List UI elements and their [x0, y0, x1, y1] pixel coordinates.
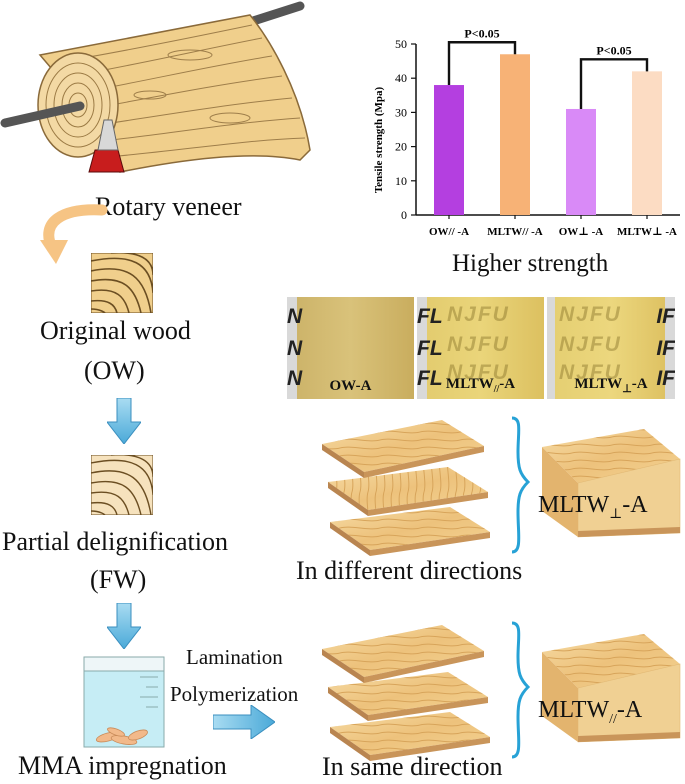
y-tick-label: 40 [395, 71, 407, 85]
brace-icon [511, 416, 531, 554]
laminate-perpendicular [542, 429, 681, 538]
mltw-perpendicular-label: MLTW⊥-A [538, 492, 648, 522]
y-tick-label: 30 [395, 105, 407, 119]
significance-bracket [447, 41, 517, 86]
partial-delignification-label: Partial delignification [2, 527, 228, 556]
down-arrow-icon [107, 603, 141, 649]
mltw-parallel-label: MLTW//-A [538, 697, 643, 727]
rotary-veneer-label: Rotary veneer [95, 192, 242, 221]
beaker-icon [83, 656, 165, 748]
bar [434, 85, 464, 215]
original-wood-label: Original wood [40, 316, 191, 345]
laminate-parallel [542, 634, 681, 743]
mma-impregnation-label: MMA impregnation [18, 751, 227, 780]
photo-ow-a-label: OW-A [329, 378, 372, 394]
veneer-layer [322, 420, 484, 478]
y-tick-label: 50 [395, 37, 407, 51]
bar [566, 108, 596, 215]
stack-same-direction [322, 621, 531, 761]
veneer-layer [328, 672, 488, 721]
bar [632, 71, 662, 215]
significance-label: P<0.05 [464, 26, 499, 40]
different-directions-label: In different directions [296, 556, 523, 585]
y-tick-label: 20 [395, 140, 407, 154]
veneer-layer [330, 507, 490, 556]
veneer-layer [322, 625, 484, 683]
photo-mltw-parallel: FL FL FL NJFU NJFU NJFU MLTW//-A [417, 297, 544, 399]
polymerization-label: Polymerization [170, 682, 299, 706]
x-tick-label: MLTW// -A [487, 226, 543, 238]
photo-mltw-perpendicular: NJFU NJFU NJFU IF IF IF MLTW⊥-A [547, 297, 675, 399]
y-axis-label: Tensile strength (Mpa) [373, 86, 385, 193]
same-direction-label: In same direction [322, 752, 503, 781]
photo-mltw-parallel-label: MLTW//-A [445, 376, 516, 395]
original-wood-abbr: (OW) [84, 356, 145, 385]
veneer-layer [330, 712, 490, 761]
fw-abbr: (FW) [90, 565, 147, 594]
x-tick-label: OW// -A [429, 226, 469, 238]
x-tick-label: OW⊥ -A [559, 226, 604, 238]
curved-arrow-icon [40, 204, 108, 264]
right-arrow-icon [213, 705, 275, 739]
veneer-layer [328, 467, 488, 516]
photo-ow-a: N N N OW-A [287, 297, 414, 399]
down-arrow-icon [107, 398, 141, 444]
higher-strength-label: Higher strength [452, 250, 609, 277]
x-tick-label: MLTW⊥ -A [617, 226, 677, 238]
bar [500, 54, 530, 216]
rotary-veneer-illustration [0, 1, 311, 173]
lamination-label: Lamination [186, 645, 283, 669]
delignified-wood-icon [91, 455, 153, 515]
y-tick-label: 10 [395, 174, 407, 188]
photo-mltw-perpendicular-label: MLTW⊥-A [574, 376, 648, 395]
original-wood-icon [91, 253, 153, 313]
stack-different-directions [322, 416, 531, 556]
significance-label: P<0.05 [596, 43, 631, 57]
significance-bracket [579, 58, 649, 109]
y-tick-label: 0 [401, 208, 407, 222]
brace-icon [511, 621, 531, 759]
